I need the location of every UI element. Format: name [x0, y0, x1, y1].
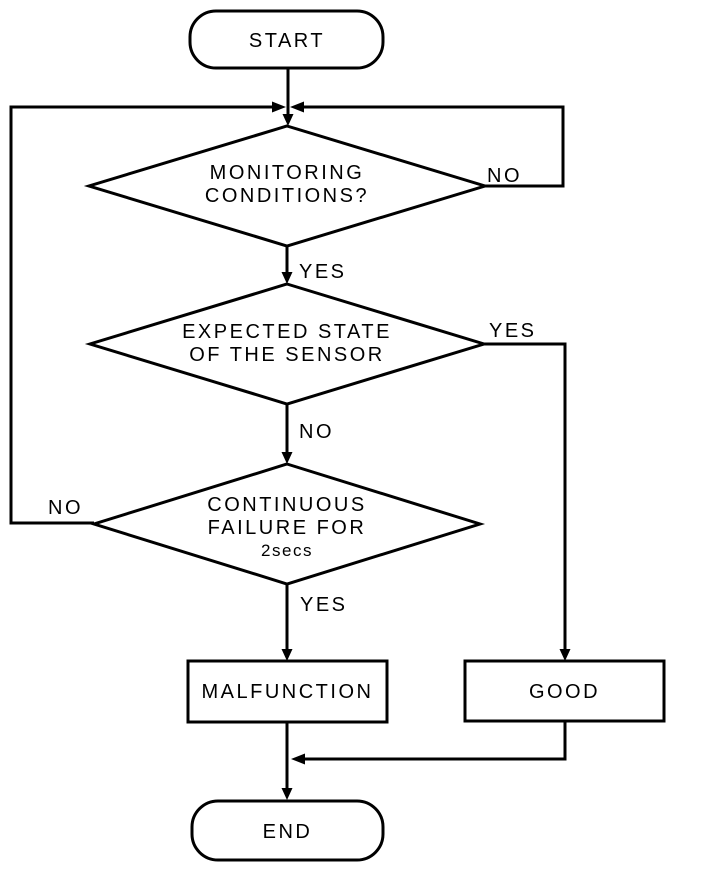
edge-label-expected-yes: YES — [489, 320, 537, 342]
arrowhead-into-continuous — [281, 452, 293, 464]
edge-label-continuous-no: NO — [48, 497, 83, 519]
node-continuous-label-line1: CONTINUOUS — [207, 494, 366, 516]
connector-good-to-join — [305, 721, 567, 761]
arrowhead-good-join — [291, 753, 305, 765]
connector-continuous-no-loop — [9, 105, 272, 525]
arrowhead-into-malfunction — [281, 649, 293, 661]
node-expected-state — [84, 282, 490, 406]
edge-label-monitoring-yes: YES — [299, 261, 347, 283]
arrowhead-into-expected — [281, 272, 293, 284]
node-monitoring-conditions — [83, 124, 491, 248]
edge-label-continuous-yes: YES — [300, 594, 348, 616]
arrowhead-into-end — [281, 788, 293, 800]
arrowhead-merge-from-right — [290, 101, 304, 113]
node-good — [463, 659, 666, 723]
arrowhead-into-good — [559, 649, 571, 661]
node-monitoring-label-line2: CONDITIONS? — [205, 185, 369, 207]
node-start-label: START — [249, 30, 325, 52]
arrowhead-merge-from-left — [272, 101, 286, 113]
node-malfunction — [186, 659, 389, 724]
node-expected-label-line2: OF THE SENSOR — [189, 344, 385, 366]
connector-expected-yes-to-good — [484, 342, 567, 649]
edge-label-expected-no: NO — [299, 421, 334, 443]
node-start — [188, 9, 385, 70]
edge-label-monitoring-no: NO — [487, 165, 522, 187]
node-good-label: GOOD — [529, 681, 600, 703]
node-continuous-failure — [88, 462, 486, 586]
node-end-label: END — [263, 821, 313, 843]
node-continuous-label-line3: 2secs — [261, 541, 313, 560]
connector-monitoring-no-loop — [304, 105, 565, 188]
node-expected-label-line1: EXPECTED STATE — [182, 321, 392, 343]
node-monitoring-label-line1: MONITORING — [210, 162, 365, 184]
node-continuous-label-line2: FAILURE FOR — [208, 517, 367, 539]
arrowhead-into-monitoring — [282, 114, 294, 126]
node-end — [190, 799, 385, 862]
node-malfunction-label: MALFUNCTION — [202, 681, 374, 703]
